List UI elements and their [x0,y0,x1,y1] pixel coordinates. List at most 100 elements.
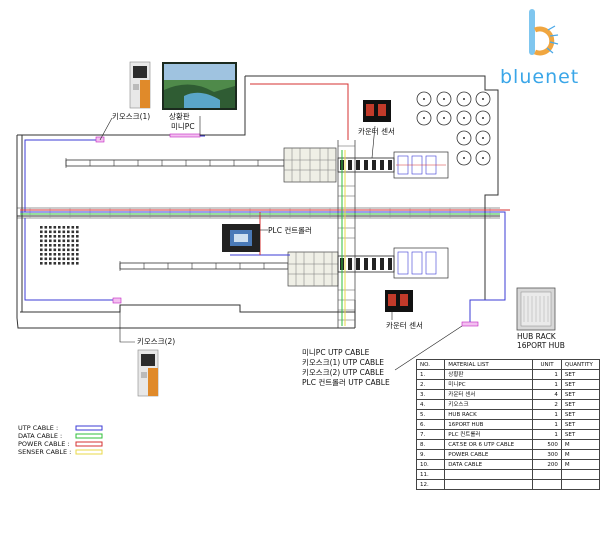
seat-marker [62,226,66,229]
cell-material: CAT.5E OR 6 UTP CABLE [444,439,534,450]
cell-quantity: SET [560,409,600,420]
cell-material [444,469,534,480]
rail-track-bottom [119,261,289,271]
cell-no: 3. [415,389,446,400]
seat-marker [53,226,57,229]
seat-marker [58,244,61,247]
cell-unit: 1 [532,419,562,430]
cell-quantity: M [560,449,600,460]
cell-no: 4. [415,399,446,410]
seat-marker [62,230,66,234]
cable-tray-horizontal [17,207,500,219]
seat-marker [62,239,66,243]
seat-marker [58,230,61,234]
label-hub-rack: HUB RACK [517,332,556,341]
seat-marker [58,253,61,256]
cell-quantity: M [560,459,600,470]
cell-material: DATA CABLE [444,459,534,470]
seat-marker [58,257,61,261]
cell-no: 12. [415,479,446,490]
seat-marker [44,226,48,229]
seat-marker [62,262,66,265]
seat-marker [53,253,57,256]
brand-logo-text: bluenet [500,66,580,88]
seat-marker [71,226,75,229]
seat-marker [71,230,75,234]
cell-unit: 1 [532,369,562,380]
seat-marker [49,230,52,234]
kiosk-1-image [129,61,151,109]
label-counter-sensor-top: 카운터 센서 [358,127,395,136]
seat-marker [49,244,52,247]
label-plc-controller: PLC 컨트롤러 [268,226,312,235]
seat-marker [49,253,52,256]
seat-marker [76,226,79,229]
seat-marker [49,248,52,252]
seat-marker [76,230,79,234]
cell-quantity: SET [560,419,600,430]
cell-material: 상황판 [444,369,534,380]
legend-utp-label: UTP CABLE : [18,424,59,432]
cell-material: 키오스크 [444,399,534,410]
seat-marker [71,244,75,247]
legend-swatches [75,425,103,455]
counter-sensor-top-image [363,100,391,122]
cell-unit: 2 [532,399,562,410]
seat-marker [71,262,75,265]
legend-sensor-label: SENSER CABLE : [18,448,72,456]
legend-power-label: POWER CABLE : [18,440,70,448]
seat-marker [71,253,75,256]
cell-no: 2. [415,379,446,390]
seat-marker [44,239,48,243]
cell-no: 7. [415,429,446,440]
cell-material: HUB RACK [444,409,534,420]
header-unit: UNIT [532,359,562,370]
seat-marker [67,253,70,256]
seat-marker [40,239,43,243]
seat-marker [40,253,43,256]
seat-marker [44,253,48,256]
seat-marker [40,226,43,229]
cell-material: 16PORT HUB [444,419,534,430]
seat-marker [58,239,61,243]
cell-no: 1. [415,369,446,380]
hub-rack-image [516,287,556,331]
cell-unit [532,479,562,490]
label-minipc: 미니PC [171,122,195,131]
seat-marker [67,244,70,247]
cell-quantity: SET [560,399,600,410]
seat-marker [53,257,57,261]
seat-marker [76,248,79,252]
cell-unit: 500 [532,439,562,450]
seat-marker [67,226,70,229]
gate-line-bottom [337,247,449,279]
seat-marker [67,239,70,243]
seat-marker [58,262,61,265]
machine-bottom [287,251,339,287]
header-quantity: QUANTITY [560,359,600,370]
round-tables [416,91,491,166]
seat-marker [49,262,52,265]
seat-marker [49,235,52,238]
utp-cables [20,135,506,326]
seat-marker [49,257,52,261]
cell-quantity: M [560,439,600,450]
seat-marker [53,235,57,238]
cell-no: 11. [415,469,446,480]
table-header-row: NO. MATERIAL LIST UNIT QUANTITY [415,359,600,370]
cell-no: 5. [415,409,446,420]
cell-quantity [560,479,600,490]
seat-marker [49,239,52,243]
seat-marker [40,235,43,238]
cell-material: 미니PC [444,379,534,390]
header-no: NO. [415,359,446,370]
seat-marker [40,244,43,247]
